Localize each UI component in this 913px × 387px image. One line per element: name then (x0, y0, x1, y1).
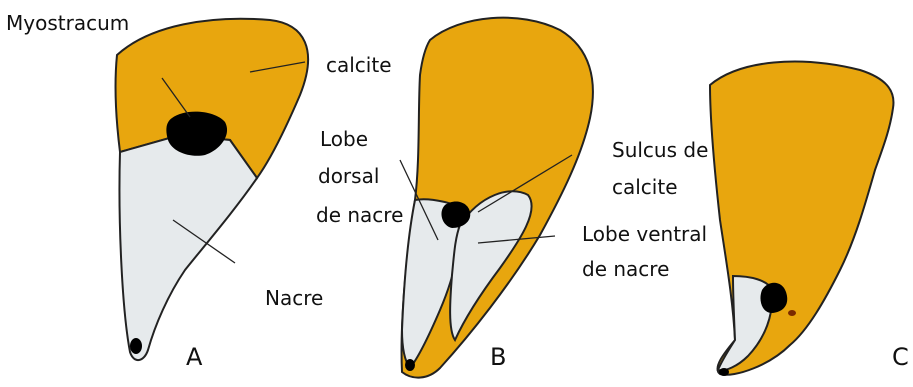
label-sulcus-line2: calcite (612, 175, 678, 199)
label-lobe-dorsal-line3: de nacre (316, 203, 403, 227)
label-lobe-dorsal-line2: dorsal (318, 164, 379, 188)
shell-b-tip-spot (405, 359, 415, 371)
shell-a-nacre (119, 135, 257, 360)
shell-c-small-spot (788, 310, 796, 316)
label-calcite: calcite (326, 53, 392, 77)
panel-label-c: C (892, 343, 909, 371)
shell-c-myostracum (760, 283, 787, 313)
panel-label-b: B (490, 343, 506, 371)
shell-a-tip-spot (130, 338, 142, 354)
label-lobe-ventral-line2: de nacre (582, 257, 669, 281)
label-myostracum: Myostracum (6, 11, 129, 35)
panel-label-a: A (186, 343, 203, 371)
label-lobe-dorsal-line1: Lobe (320, 127, 368, 151)
label-lobe-ventral-line1: Lobe ventral (582, 222, 707, 246)
label-sulcus-line1: Sulcus de (612, 138, 708, 162)
shell-c (710, 62, 893, 376)
label-nacre: Nacre (265, 286, 323, 310)
shell-c-tip-spot (719, 368, 729, 376)
shell-b (400, 18, 593, 378)
